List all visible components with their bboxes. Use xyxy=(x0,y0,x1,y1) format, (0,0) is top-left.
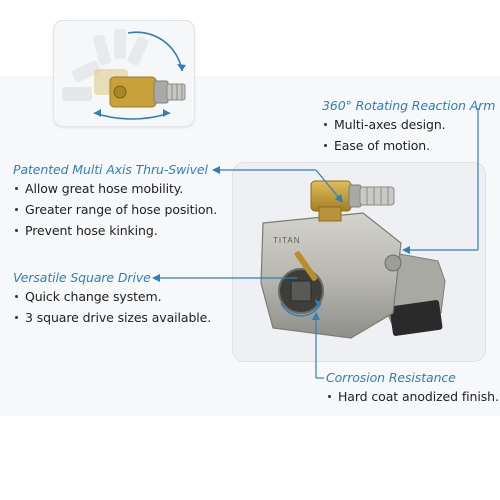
feature-reaction-arm: 360° Rotating Reaction Arm Multi-axes de… xyxy=(322,98,495,156)
feature-thru-swivel: Patented Multi Axis Thru-Swivel Allow gr… xyxy=(13,162,217,241)
list-item: Quick change system. xyxy=(13,286,211,307)
torque-wrench-illustration: TITAN xyxy=(260,180,446,339)
ghost-positions xyxy=(62,29,149,101)
feature-corrosion-resistance: Corrosion Resistance Hard coat anodized … xyxy=(326,370,499,407)
swivel-rotation-illustration xyxy=(62,29,186,120)
list-item: 3 square drive sizes available. xyxy=(13,307,211,328)
feature-list: Hard coat anodized finish. xyxy=(326,386,499,407)
feature-list: Allow great hose mobility. Greater range… xyxy=(13,178,217,241)
feature-title: Patented Multi Axis Thru-Swivel xyxy=(13,162,208,177)
torque-wrench-photo: TITAN xyxy=(232,162,486,362)
list-item: Greater range of hose position. xyxy=(13,199,217,220)
feature-square-drive: Versatile Square Drive Quick change syst… xyxy=(13,270,211,328)
feature-title: 360° Rotating Reaction Arm xyxy=(322,98,496,113)
feature-title: Versatile Square Drive xyxy=(13,270,151,285)
swivel-rotation-inset xyxy=(53,20,195,127)
list-item: Hard coat anodized finish. xyxy=(326,386,499,407)
feature-title: Corrosion Resistance xyxy=(326,370,456,385)
feature-list: Multi-axes design. Ease of motion. xyxy=(322,114,495,156)
list-item: Prevent hose kinking. xyxy=(13,220,217,241)
list-item: Multi-axes design. xyxy=(322,114,495,135)
list-item: Ease of motion. xyxy=(322,135,495,156)
brand-mark: TITAN xyxy=(273,236,301,245)
list-item: Allow great hose mobility. xyxy=(13,178,217,199)
feature-list: Quick change system. 3 square drive size… xyxy=(13,286,211,328)
